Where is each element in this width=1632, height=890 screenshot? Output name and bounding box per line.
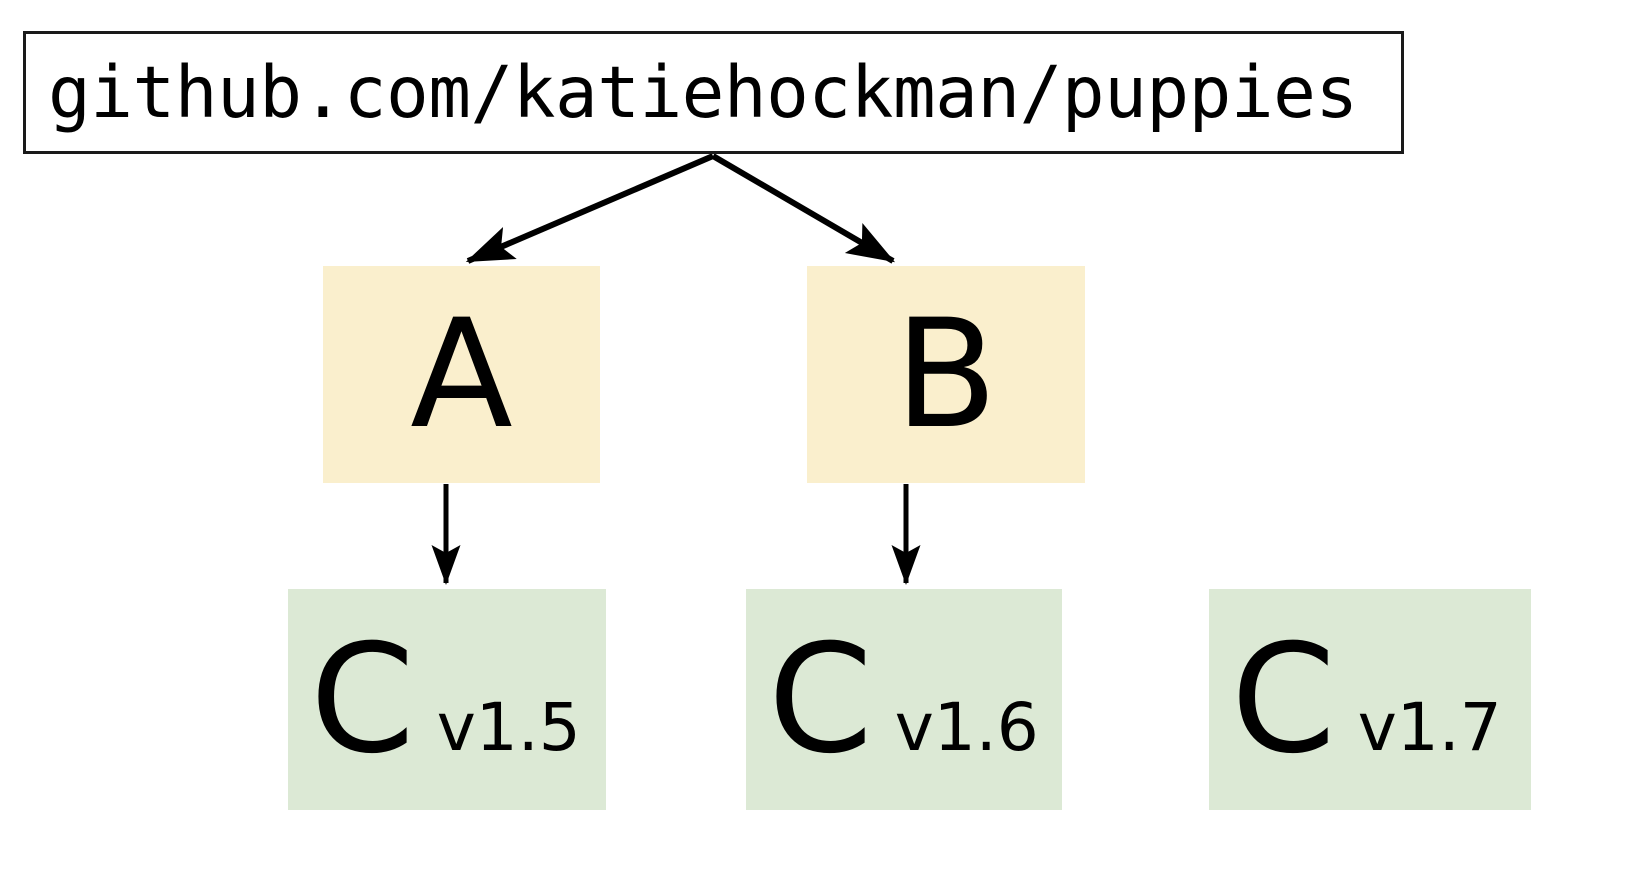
edge-root-to-b (711, 153, 896, 264)
package-label-c-v15: C (310, 612, 415, 787)
package-node-c-v15[interactable]: C v1.5 (288, 589, 606, 810)
package-version-c-v17: v1.7 (1357, 688, 1502, 766)
package-node-c-v17[interactable]: C v1.7 (1209, 589, 1531, 810)
package-label-c-v17: C (1231, 612, 1336, 787)
package-node-b[interactable]: B (807, 266, 1085, 483)
package-label-a: A (410, 287, 513, 462)
package-version-c-v16: v1.6 (894, 688, 1039, 766)
package-label-b: B (894, 287, 998, 462)
package-node-c-v16[interactable]: C v1.6 (746, 589, 1062, 810)
package-label-c-v16: C (768, 612, 873, 787)
package-version-c-v15: v1.5 (436, 688, 581, 766)
module-path-label: github.com/katiehockman/puppies (48, 51, 1358, 134)
edge-root-to-a (465, 153, 715, 264)
package-node-a[interactable]: A (323, 266, 600, 483)
module-path-box[interactable]: github.com/katiehockman/puppies (23, 31, 1404, 154)
